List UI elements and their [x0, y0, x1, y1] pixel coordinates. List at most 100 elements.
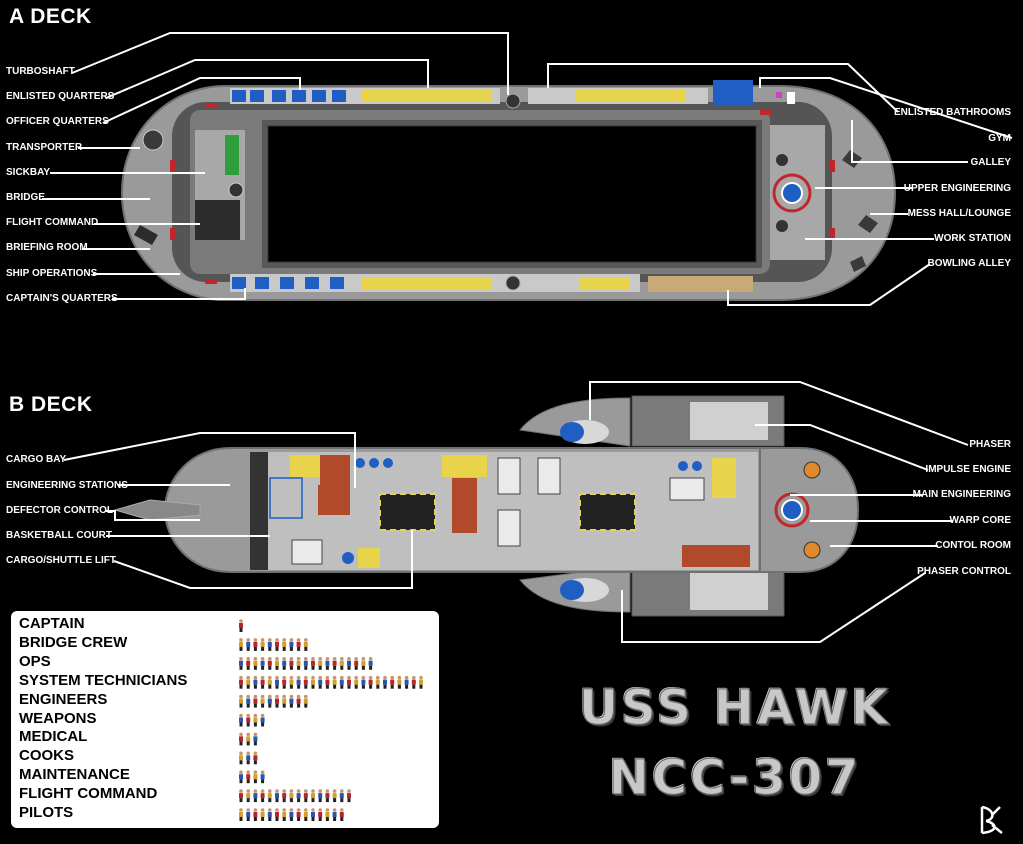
crew-figure-icon — [239, 619, 243, 632]
crew-figure-icon — [311, 789, 315, 803]
crew-figure-icon — [411, 675, 416, 689]
crew-figure-icon — [354, 657, 359, 670]
crew-role-weapons: WEAPONS — [19, 709, 97, 727]
crew-figure-icon — [267, 808, 272, 821]
label-briefing-room: BRIEFING ROOM — [6, 242, 88, 254]
crew-figure-icon — [253, 751, 258, 765]
crew-figure-icon — [253, 713, 258, 727]
label-ship-operations: SHIP OPERATIONS — [6, 267, 98, 279]
crew-figure-icon — [275, 675, 279, 689]
crew-figure-icon — [239, 732, 243, 746]
crew-figure-icon — [325, 675, 330, 689]
crew-figure-icon — [253, 694, 258, 708]
label-galley: GALLEY — [970, 157, 1011, 168]
crew-figure-icon — [332, 657, 337, 670]
crew-figure-icon — [397, 675, 402, 689]
crew-figure-icon — [303, 789, 308, 803]
crew-figure-icon — [318, 808, 323, 821]
label-mess-hall-lounge: MESS HALL/LOUNGE — [907, 208, 1011, 219]
crew-figure-icon — [361, 675, 366, 689]
crew-figure-icon — [267, 638, 272, 651]
crew-figure-icon — [296, 657, 301, 670]
label-officer-quarters: OFFICER QUARTERS — [6, 116, 109, 128]
crew-role-system-technicians: SYSTEM TECHNICIANS — [19, 671, 188, 689]
crew-figure-icon — [282, 675, 287, 689]
crew-figure-icon — [275, 808, 279, 821]
crew-figure-icon — [253, 770, 258, 784]
crew-role-flight-command: FLIGHT COMMAND — [19, 785, 158, 803]
crew-figure-icon — [246, 638, 251, 651]
crew-figure-icon — [239, 808, 243, 821]
crew-role-bridge-crew: BRIDGE CREW — [19, 633, 128, 651]
callout-line — [759, 77, 1013, 139]
artist-signature-mark — [980, 805, 1003, 835]
callout-line — [113, 530, 413, 589]
ship-registry: NCC-307 — [608, 749, 862, 806]
crew-figure-icon — [253, 808, 258, 821]
crew-figure-icon — [260, 638, 265, 651]
crew-figure-icon — [260, 808, 265, 821]
label-impulse-engine: IMPULSE ENGINE — [925, 464, 1011, 475]
crew-figure-icon — [347, 675, 351, 689]
crew-figure-icon — [275, 638, 279, 651]
crew-figure-icon — [246, 675, 251, 689]
crew-figure-icon — [289, 808, 294, 821]
label-bowling-alley: BOWLING ALLEY — [927, 258, 1011, 269]
crew-figure-icon — [383, 675, 387, 689]
crew-figure-icon — [246, 694, 251, 708]
crew-figure-icon — [404, 675, 409, 689]
callout-line — [102, 77, 301, 124]
crew-figure-icon — [303, 694, 308, 708]
crew-figure-icon — [282, 789, 287, 803]
crew-figure-icon — [289, 675, 294, 689]
crew-figure-icon — [275, 657, 279, 670]
crew-figure-icon — [239, 675, 243, 689]
label-phaser: PHASER — [969, 439, 1011, 450]
callout-line — [755, 424, 929, 471]
a-deck-quarters-top — [230, 80, 795, 109]
crew-figure-icon — [339, 808, 344, 821]
label-gym: GYM — [988, 133, 1011, 144]
crew-figure-icon — [267, 789, 272, 803]
crew-figure-icon — [267, 657, 272, 670]
crew-figure-icon — [368, 675, 373, 689]
crew-figure-icon — [332, 808, 337, 821]
b-deck-title: B DECK — [9, 393, 93, 416]
crew-figure-icon — [318, 657, 323, 670]
crew-figure-icon — [246, 732, 251, 746]
callout-line — [105, 510, 200, 521]
crew-figure-icon — [347, 789, 351, 803]
label-enlisted-bathrooms: ENLISTED BATHROOMS — [893, 107, 1011, 118]
a-deck-bow-rooms — [134, 129, 245, 245]
crew-figure-icon — [260, 713, 265, 727]
crew-figure-icon — [311, 657, 315, 670]
callout-line — [105, 59, 429, 99]
crew-figure-icon — [289, 694, 294, 708]
label-cargo-bay: CARGO BAY — [6, 454, 67, 465]
crew-figure-icon — [239, 638, 243, 651]
crew-figure-icon — [339, 657, 344, 670]
crew-figure-icon — [282, 638, 287, 651]
crew-figure-icon — [253, 638, 258, 651]
callout-line — [63, 432, 356, 488]
crew-figure-icon — [303, 657, 308, 670]
crew-role-maintenance: MAINTENANCE — [19, 766, 130, 784]
callout-line — [112, 288, 246, 300]
label-flight-command: FLIGHT COMMAND — [6, 217, 99, 229]
crew-figure-icon — [260, 657, 265, 670]
callout-line — [71, 32, 509, 95]
callout-line — [851, 120, 968, 163]
crew-figure-icon — [267, 675, 272, 689]
crew-figure-icon — [347, 657, 351, 670]
crew-figure-icon — [239, 713, 243, 727]
label-phaser-control: PHASER CONTROL — [917, 566, 1011, 577]
crew-role-captain: CAPTAIN — [19, 615, 85, 632]
crew-roster-figures — [239, 619, 423, 821]
crew-figure-icon — [246, 713, 251, 727]
crew-figure-icon — [318, 675, 323, 689]
crew-figure-icon — [246, 789, 251, 803]
crew-figure-icon — [289, 789, 294, 803]
